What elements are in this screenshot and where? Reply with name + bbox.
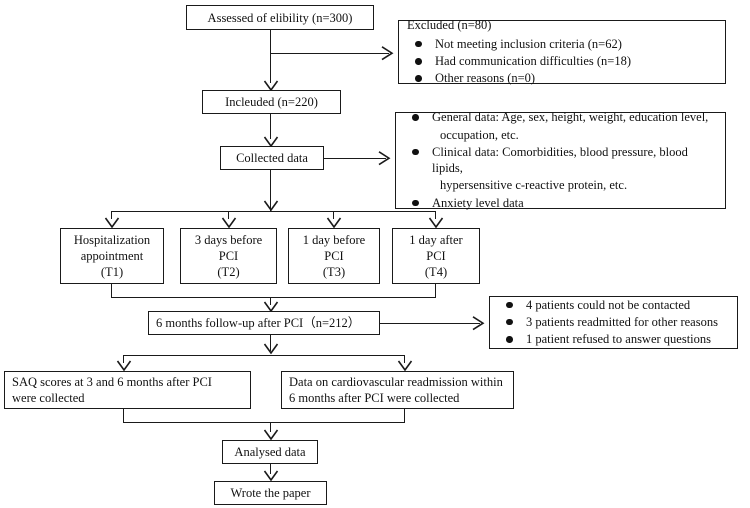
node-timepoint-t3-line1: 1 day before — [302, 233, 366, 247]
node-timepoint-t1-line1: Hospitalization — [73, 233, 151, 247]
arrowhead-down-analysed — [263, 429, 279, 441]
arrowhead-down-t3 — [326, 217, 342, 229]
node-timepoint-t4-line1: 1 day after — [409, 233, 463, 247]
connector-followup-down — [270, 335, 272, 351]
bullet-icon — [506, 301, 513, 309]
arrowhead-down-split — [263, 343, 279, 355]
node-wrote-paper-label: Wrote the paper — [230, 486, 311, 500]
node-timepoint-t3: 1 day before PCI (T3) — [288, 228, 380, 284]
connector-rise-t4 — [435, 284, 437, 298]
connector-rise-t1 — [111, 284, 113, 298]
bullet-icon — [412, 114, 419, 121]
list-item: General data: Age, sex, height, weight, … — [404, 109, 719, 125]
list-item-continuation: occupation, etc. — [440, 127, 519, 142]
connector-outcome-split-bar — [123, 355, 405, 357]
node-included: Incleuded (n=220) — [202, 90, 341, 114]
node-wrote-paper: Wrote the paper — [214, 481, 327, 505]
node-timepoint-t3-line2: PCI — [324, 249, 344, 263]
node-collected-data-detail-list: General data: Age, sex, height, weight, … — [396, 106, 725, 215]
bullet-icon — [412, 148, 419, 156]
list-item-continuation: hypersensitive c-reactive protein, etc. — [440, 178, 628, 193]
connector-merge-to-followup — [270, 297, 272, 305]
node-readmission-data-line1: Data on cardiovascular readmission withi… — [289, 375, 503, 389]
arrowhead-down-t4 — [428, 217, 444, 229]
list-item: 3 patients readmitted for other reasons — [498, 314, 731, 330]
node-timepoint-t1-line2: appointment — [80, 249, 144, 263]
node-timepoint-t2: 3 days before PCI (T2) — [180, 228, 277, 284]
arrowhead-down-saq — [116, 360, 132, 372]
arrowhead-down-wrote — [263, 470, 279, 482]
connector-merge-to-analysed — [270, 422, 272, 432]
list-item: Anxiety level data — [404, 195, 719, 211]
arrowhead-down-t1 — [104, 217, 120, 229]
connector-rise-saq — [123, 409, 125, 423]
node-timepoint-t1-line3: (T1) — [100, 265, 124, 279]
list-item: 1 patient refused to answer questions — [498, 331, 731, 347]
connector-followup-to-lost — [380, 323, 480, 325]
node-saq-scores: SAQ scores at 3 and 6 months after PCI w… — [4, 371, 251, 409]
node-excluded-header: Excluded (n=80) — [407, 17, 492, 32]
connector-timepoint-merge-bar — [111, 297, 436, 299]
node-readmission-data-line2: 6 months after PCI were collected — [289, 391, 460, 405]
connector-timepoint-distribution-bar — [111, 211, 436, 213]
connector-analysed-to-wrote — [270, 464, 272, 474]
connector-outcome-merge-bar — [123, 422, 405, 424]
node-included-label: Incleuded (n=220) — [225, 95, 318, 109]
bullet-icon — [506, 336, 513, 343]
node-excluded-list: Not meeting inclusion criteria (n=62) Ha… — [399, 33, 725, 91]
node-timepoint-t4: 1 day after PCI (T4) — [392, 228, 480, 284]
node-collected-data-label: Collected data — [236, 151, 308, 165]
node-timepoint-t4-line2: PCI — [426, 249, 446, 263]
connector-drop-readmission — [404, 355, 406, 363]
node-collected-data: Collected data — [220, 146, 324, 170]
connector-included-to-collected — [270, 114, 272, 139]
arrowhead-down-timepoint-bar — [263, 200, 279, 212]
list-item: 4 patients could not be contacted — [498, 297, 731, 313]
connector-drop-saq — [123, 355, 125, 363]
list-item: Not meeting inclusion criteria (n=62) — [407, 36, 719, 52]
bullet-icon — [412, 199, 419, 206]
node-collected-data-detail: General data: Age, sex, height, weight, … — [395, 110, 726, 210]
node-saq-scores-line1: SAQ scores at 3 and 6 months after PCI — [12, 375, 212, 389]
node-analysed-data-label: Analysed data — [234, 445, 306, 459]
connector-drop-t3 — [333, 211, 335, 219]
connector-drop-t2 — [228, 211, 230, 219]
node-followup: 6 months follow-up after PCI（n=212） — [148, 311, 380, 335]
bullet-icon — [415, 75, 422, 82]
connector-collected-to-timepoints — [270, 170, 272, 211]
list-item: Other reasons (n=0) — [407, 70, 719, 86]
arrowhead-right-collected-detail — [378, 151, 391, 166]
node-readmission-data: Data on cardiovascular readmission withi… — [281, 371, 514, 409]
connector-drop-t1 — [111, 211, 113, 219]
node-timepoint-t2-line1: 3 days before — [194, 233, 263, 247]
list-item: Had communication difficulties (n=18) — [407, 53, 719, 69]
arrowhead-down-readmission — [397, 360, 413, 372]
node-assessed-eligibility-label: Assessed of elibility (n=300) — [207, 10, 353, 25]
connector-to-excluded — [270, 53, 389, 55]
connector-assessed-to-included — [270, 30, 272, 83]
node-timepoint-t2-line2: PCI — [218, 249, 239, 263]
node-analysed-data: Analysed data — [222, 440, 318, 464]
node-timepoint-t4-line3: (T4) — [424, 265, 448, 279]
arrowhead-down-t2 — [221, 217, 237, 229]
bullet-icon — [415, 40, 422, 48]
arrowhead-right-lost — [472, 316, 485, 331]
node-timepoint-t2-line3: (T2) — [217, 265, 240, 279]
node-saq-scores-line2: were collected — [12, 391, 85, 405]
node-followup-label: 6 months follow-up after PCI（n=212） — [156, 316, 361, 330]
list-item: Clinical data: Comorbidities, blood pres… — [404, 144, 719, 177]
connector-rise-readmission — [404, 409, 406, 423]
node-assessed-eligibility: Assessed of elibility (n=300) — [186, 5, 374, 30]
connector-collected-to-detail — [324, 158, 386, 160]
node-lost-to-followup: 4 patients could not be contacted 3 pati… — [489, 296, 738, 349]
bullet-icon — [415, 58, 422, 65]
connector-drop-t4 — [435, 211, 437, 219]
node-timepoint-t3-line3: (T3) — [322, 265, 346, 279]
node-timepoint-t1: Hospitalization appointment (T1) — [60, 228, 164, 284]
bullet-icon — [506, 318, 513, 326]
node-excluded: Excluded (n=80) Not meeting inclusion cr… — [398, 18, 726, 85]
arrowhead-right-excluded — [381, 46, 394, 61]
node-lost-to-followup-list: 4 patients could not be contacted 3 pati… — [490, 294, 737, 352]
